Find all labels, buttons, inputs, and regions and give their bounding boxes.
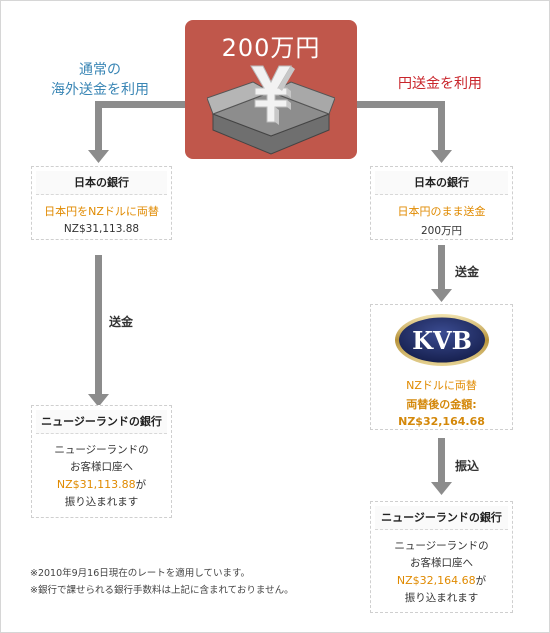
right-nz-bank-title: ニュージーランドの銀行 (375, 506, 508, 530)
arrow-right-vertical (438, 101, 445, 151)
arrow-down-icon (88, 150, 109, 163)
left-transfer-label: 送金 (109, 315, 134, 329)
right-japan-bank-title: 日本の銀行 (375, 171, 508, 195)
right-japan-bank-amount: 200万円 (420, 225, 463, 237)
right-nz-line1: ニュージーランドの (394, 540, 489, 552)
hero-amount: 200万円 (221, 34, 321, 62)
left-nz-amount-suffix: が (135, 479, 147, 491)
normal-remittance-heading: 通常の 海外送金を利用 (30, 60, 170, 100)
left-japan-bank-amount: NZ$31,113.88 (63, 223, 140, 235)
left-lead-line2: 海外送金を利用 (51, 82, 149, 98)
right-nz-bank-body: ニュージーランドの お客様口座へ NZ$32,164.68が 振り込まれます (371, 538, 512, 607)
kvb-logo: KVB (394, 314, 489, 366)
yen-box-icon (207, 65, 335, 155)
left-nz-bank-title: ニュージーランドの銀行 (36, 410, 167, 434)
kvb-amount: NZ$32,164.68 (398, 415, 485, 428)
right-japan-bank-action: 日本円のまま送金 (397, 205, 486, 218)
right-nz-amount: NZ$32,164.68 (396, 574, 476, 587)
right-japan-bank-box: 日本の銀行 日本円のまま送金 200万円 (370, 166, 513, 240)
arrow-left-vertical (95, 101, 102, 151)
left-japan-bank-title: 日本の銀行 (36, 171, 167, 195)
left-nz-line4: 振り込まれます (64, 496, 139, 508)
right-transfer-label: 送金 (455, 265, 480, 279)
left-nz-line1: ニュージーランドの (54, 444, 149, 456)
arrow-down-icon (431, 289, 452, 302)
arrow-right-deposit-shaft (438, 438, 445, 483)
note-rate-date: ※2010年9月16日現在のレートを適用しています。 (30, 568, 251, 579)
arrow-left-horizontal (95, 101, 185, 108)
left-japan-bank-box: 日本の銀行 日本円をNZドルに両替 NZ$31,113.88 (31, 166, 172, 240)
yen-remittance-heading: 円送金を利用 (398, 76, 482, 92)
note-bank-fees: ※銀行で課せられる銀行手数料は上記に含まれておりません。 (30, 585, 294, 596)
right-nz-amount-suffix: が (475, 575, 487, 587)
left-japan-bank-action: 日本円をNZドルに両替 (44, 205, 159, 218)
arrow-down-icon (431, 482, 452, 495)
kvb-line1: NZドルに両替 (406, 379, 477, 392)
arrow-right-horizontal (357, 101, 445, 108)
arrow-down-icon (431, 150, 452, 163)
right-deposit-label: 振込 (455, 459, 480, 473)
left-nz-bank-body: ニュージーランドの お客様口座へ NZ$31,113.88が 振り込まれます (32, 442, 171, 511)
left-lead-line1: 通常の (79, 62, 121, 78)
right-nz-line2: お客様口座へ (410, 557, 473, 569)
kvb-logo-text: KVB (412, 326, 472, 355)
right-nz-bank-box: ニュージーランドの銀行 ニュージーランドの お客様口座へ NZ$32,164.6… (370, 501, 513, 613)
arrow-right-transfer-shaft (438, 245, 445, 290)
arrow-down-icon (88, 394, 109, 407)
amount-hero: 200万円 (185, 20, 357, 159)
right-nz-line4: 振り込まれます (404, 592, 479, 604)
kvb-line2: 両替後の金額: (406, 398, 477, 411)
arrow-left-transfer-shaft (95, 255, 102, 395)
left-nz-amount: NZ$31,113.88 (56, 478, 136, 491)
left-nz-bank-box: ニュージーランドの銀行 ニュージーランドの お客様口座へ NZ$31,113.8… (31, 405, 172, 518)
left-nz-line2: お客様口座へ (70, 461, 133, 473)
kvb-box: KVB NZドルに両替 両替後の金額: NZ$32,164.68 (370, 304, 513, 430)
